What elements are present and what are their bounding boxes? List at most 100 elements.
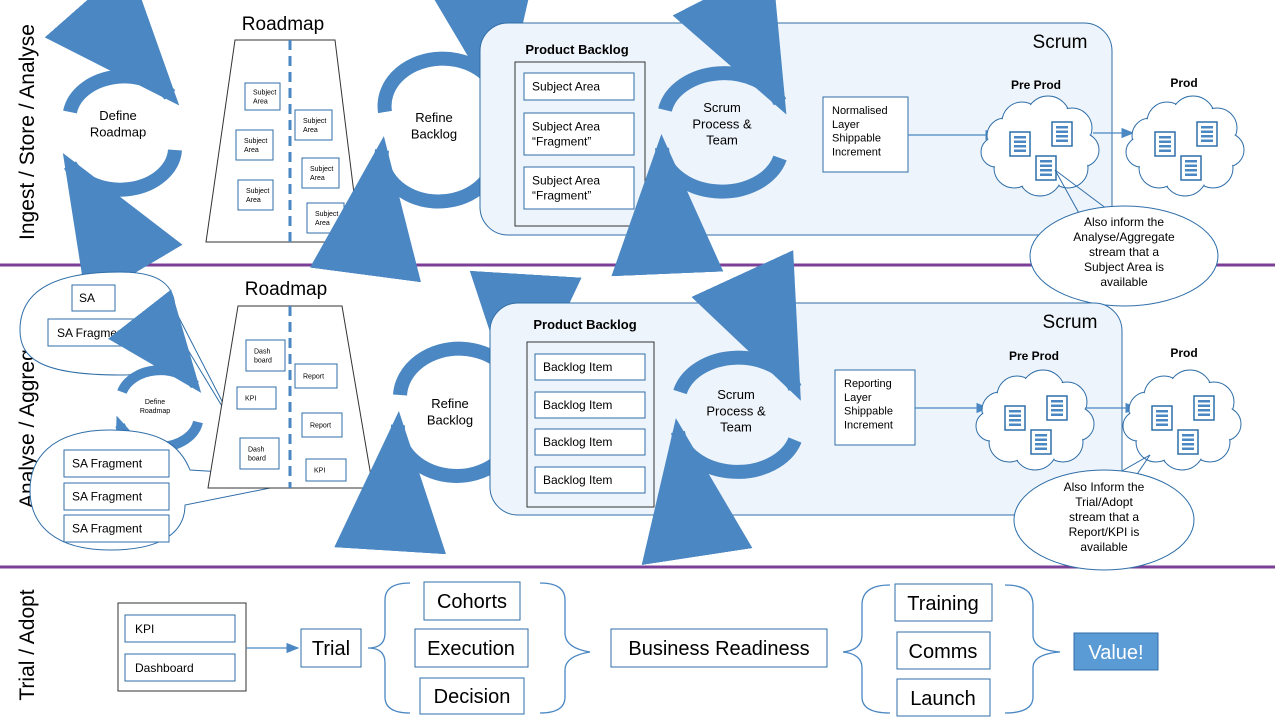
kpi-card: KPI [305, 458, 347, 482]
product-backlog-title: Product Backlog [525, 42, 628, 57]
cohorts-box [423, 581, 521, 621]
reporting-layer-box [834, 369, 916, 446]
cohorts-label: Cohorts [437, 591, 507, 613]
dashboard-box [124, 653, 236, 682]
execution-label: Execution [427, 638, 515, 660]
document-icon [1051, 121, 1073, 147]
left-brace [367, 582, 411, 714]
sa-fragment-card-label: SA Fragment [72, 490, 143, 504]
backlog-item-label: Subject Area“Fragment” [532, 120, 600, 149]
scrum-process-cycle [641, 250, 802, 566]
document-icon [1154, 131, 1176, 157]
kpi-box [124, 614, 236, 643]
scrum-title: Scrum [1033, 32, 1088, 53]
kpi-card: KPI [236, 386, 277, 410]
backlog-item: Backlog Item [534, 391, 646, 419]
backlog-item-label: Subject Area“Fragment” [532, 174, 600, 203]
backlog-item-label: Backlog Item [543, 398, 612, 412]
backlog-item: Subject Area [523, 72, 635, 101]
lane-label-ingest: Ingest / Store / Analyse [16, 24, 39, 240]
trial-box [300, 628, 362, 668]
prod-cloud [1125, 95, 1245, 197]
scrum-title: Scrum [1043, 312, 1098, 333]
lane-label-trial: Trial / Adopt [16, 589, 39, 700]
backlog-item: Backlog Item [534, 466, 646, 494]
document-icon [1046, 395, 1068, 421]
callout-bubble [1029, 205, 1219, 307]
execution-box [414, 628, 529, 668]
backlog-item-label: Subject Area [532, 80, 600, 94]
business-readiness-box [610, 628, 828, 668]
backlog-item: Subject Area“Fragment” [523, 112, 635, 156]
document-icon [1180, 155, 1202, 181]
document-icon [1035, 155, 1057, 181]
sa-label: SA [79, 291, 95, 305]
sa-fragment-label: SA Fragment [57, 326, 128, 340]
roadmap-title: Roadmap [245, 279, 327, 300]
kpi-card-label: KPI [314, 467, 325, 474]
trial-label: Trial [312, 638, 350, 660]
document-icon [1196, 121, 1218, 147]
backlog-item: Backlog Item [534, 353, 646, 381]
kpi-label: KPI [135, 622, 154, 636]
right-brace [539, 582, 591, 714]
sa-fragment-card: SA Fragment [63, 482, 170, 511]
sa-box [71, 284, 116, 312]
training-label: Training [907, 593, 979, 615]
document-icon [1177, 429, 1199, 455]
sa-fragment-card: SA Fragment [63, 449, 170, 478]
document-icon [1009, 131, 1031, 157]
report-card-label: Report [310, 422, 331, 429]
sa-fragment-card: SA Fragment [63, 514, 170, 543]
prod-cloud [1122, 369, 1242, 471]
document-icon [1151, 405, 1173, 431]
cloud-shape [975, 369, 1095, 471]
lane-label-analyse: Analyse / Aggregate [16, 320, 39, 508]
comms-label: Comms [909, 641, 978, 663]
pre-prod-label: Pre Prod [1009, 349, 1059, 363]
decision-label: Decision [434, 686, 511, 708]
sa-fragment-card-label: SA Fragment [72, 457, 143, 471]
comms-box [896, 631, 991, 670]
prod-label: Prod [1170, 76, 1197, 90]
callout-pointer [1054, 169, 1081, 216]
business-readiness-label: Business Readiness [628, 638, 809, 660]
scrum-process-cycle [611, 0, 787, 277]
define-roadmap-cycle [44, 0, 183, 302]
dashboard-label: Dashboard [135, 661, 194, 675]
decision-box [419, 677, 525, 715]
training-box [894, 583, 993, 622]
normalised-layer-box [822, 96, 909, 173]
launch-box [896, 678, 991, 717]
backlog-item-label: Backlog Item [543, 473, 612, 487]
pre-prod-label: Pre Prod [1011, 78, 1061, 92]
launch-label: Launch [910, 688, 976, 710]
backlog-item-label: Backlog Item [543, 360, 612, 374]
backlog-item: Subject Area“Fragment” [523, 166, 635, 210]
callout-bubble [1013, 469, 1195, 571]
value-box [1073, 632, 1159, 671]
value-label: Value! [1088, 642, 1143, 664]
document-icon [1030, 429, 1052, 455]
report-card: Report [294, 363, 338, 389]
cloud-shape [1125, 95, 1245, 197]
product-backlog-title: Product Backlog [533, 317, 636, 332]
backlog-item-label: Backlog Item [543, 435, 612, 449]
